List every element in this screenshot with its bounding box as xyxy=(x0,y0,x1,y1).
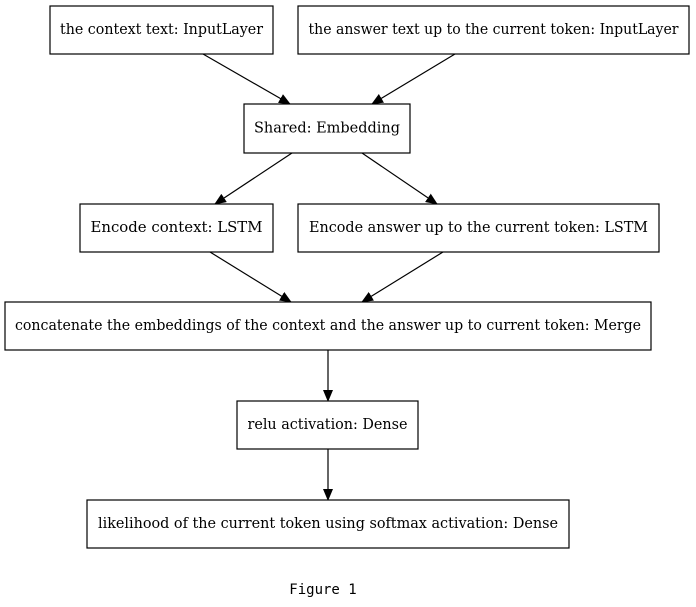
node-softmax-dense: likelihood of the current token using so… xyxy=(86,499,570,549)
node-context-input: the context text: InputLayer xyxy=(49,5,274,55)
edge-arrow-shared-embedding-to-encode-answer xyxy=(361,152,438,205)
node-relu-dense: relu activation: Dense xyxy=(236,400,419,450)
node-label: the context text: InputLayer xyxy=(60,22,263,38)
node-label: relu activation: Dense xyxy=(248,417,408,433)
node-encode-answer: Encode answer up to the current token: L… xyxy=(297,203,660,253)
figure-caption: Figure 1 xyxy=(289,582,356,598)
edges-layer xyxy=(202,53,456,501)
node-box xyxy=(297,5,690,55)
node-label: the answer text up to the current token:… xyxy=(309,22,679,38)
edge-arrow-encode-context-to-merge xyxy=(209,251,292,303)
node-label: Encode answer up to the current token: L… xyxy=(309,220,648,236)
node-box xyxy=(79,203,274,253)
node-label: Shared: Embedding xyxy=(254,121,400,137)
node-box xyxy=(4,301,652,351)
node-merge: concatenate the embeddings of the contex… xyxy=(4,301,652,351)
edge-arrow-answer-input-to-shared-embedding xyxy=(371,53,456,105)
node-box xyxy=(243,103,411,154)
node-encode-context: Encode context: LSTM xyxy=(79,203,274,253)
node-label: concatenate the embeddings of the contex… xyxy=(15,318,641,334)
node-box xyxy=(297,203,660,253)
node-box xyxy=(86,499,570,549)
node-answer-input: the answer text up to the current token:… xyxy=(297,5,690,55)
node-label: likelihood of the current token using so… xyxy=(98,516,558,532)
nodes-layer: the context text: InputLayer the answer … xyxy=(4,5,690,549)
edge-arrow-encode-answer-to-merge xyxy=(361,251,444,303)
node-label: Encode context: LSTM xyxy=(91,220,263,236)
edge-arrow-context-input-to-shared-embedding xyxy=(202,53,291,105)
edge-arrow-shared-embedding-to-encode-context xyxy=(214,152,293,205)
node-box xyxy=(236,400,419,450)
node-shared-embedding: Shared: Embedding xyxy=(243,103,411,154)
node-box xyxy=(49,5,274,55)
